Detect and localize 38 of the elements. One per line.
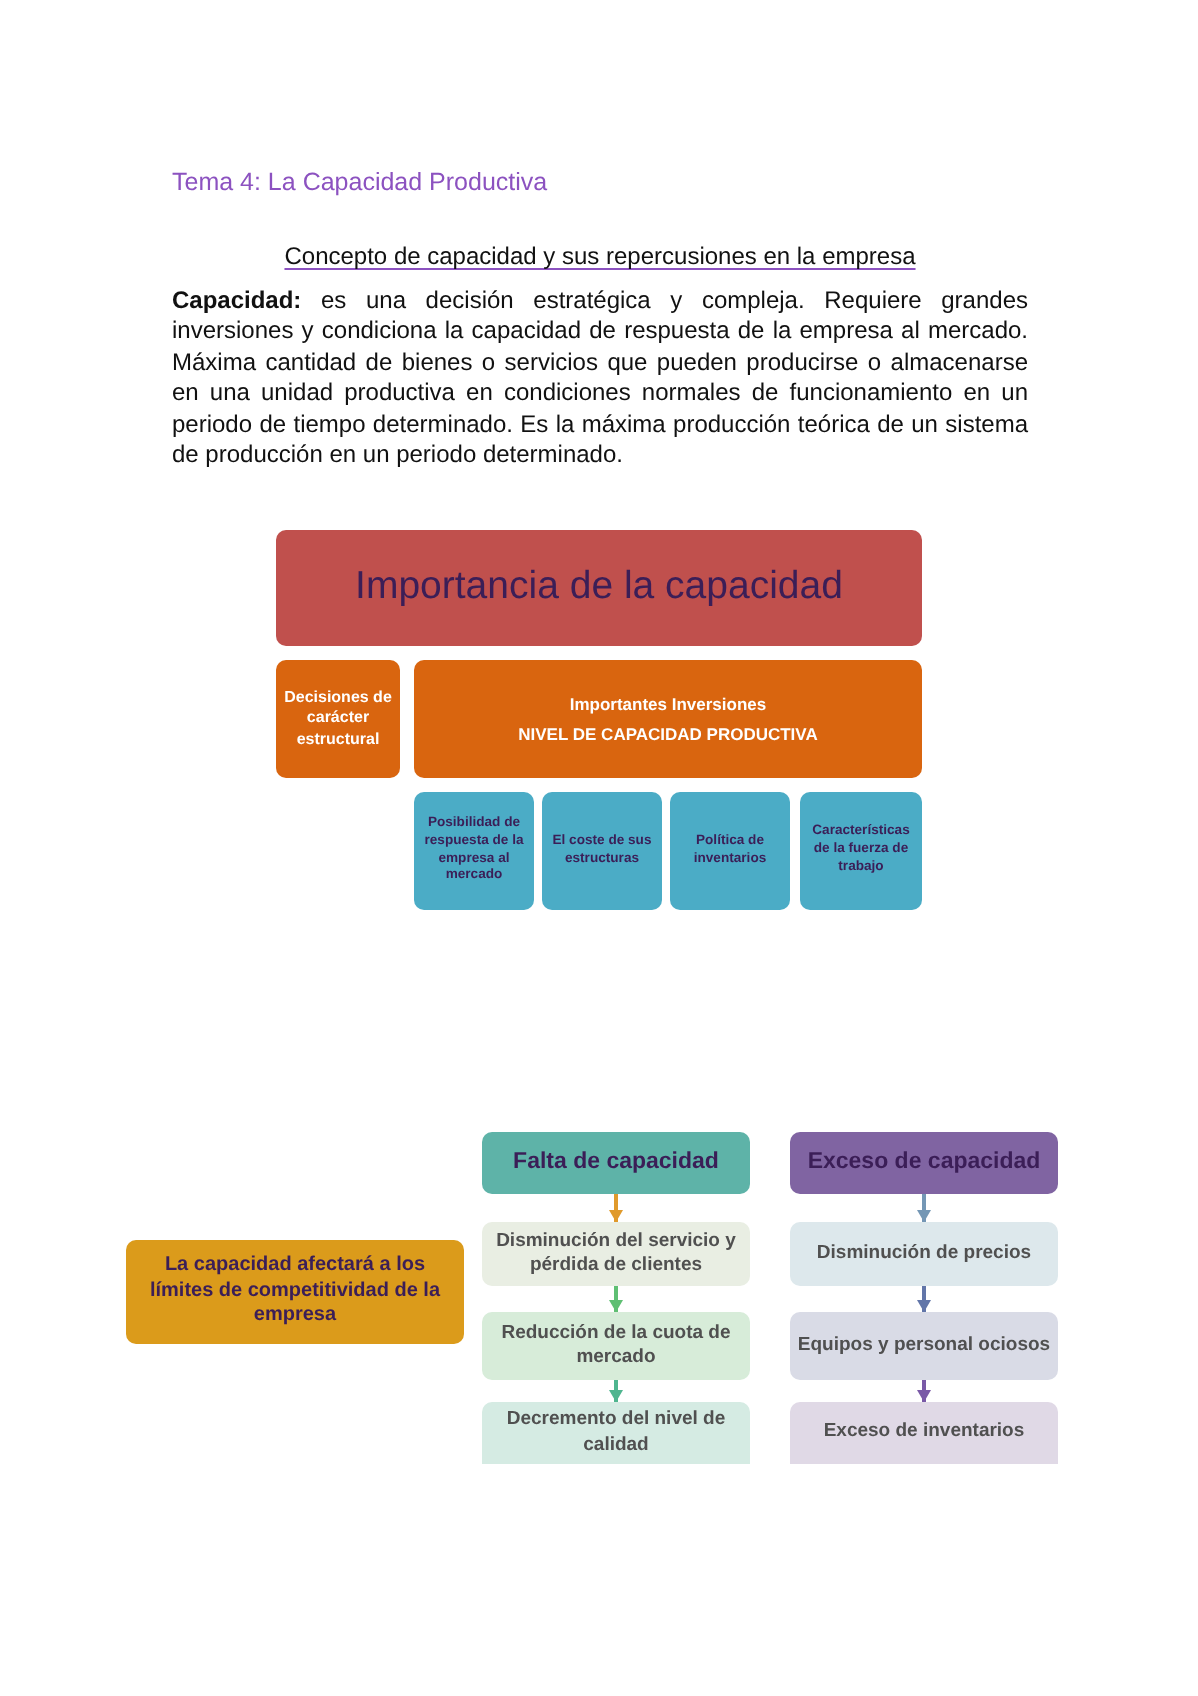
section-heading: Concepto de capacidad y sus repercusiones en la empresa xyxy=(284,242,916,270)
node-text: Decisiones de carácter estructural xyxy=(282,687,394,751)
node-text: Decremento del nivel de calidad xyxy=(504,1408,728,1458)
effect-box xyxy=(790,1222,1058,1286)
column-header xyxy=(482,1132,750,1194)
arrow xyxy=(917,1380,931,1402)
node-text: Exceso de inventarios xyxy=(823,1420,1025,1446)
arrow xyxy=(609,1286,623,1312)
effect-box xyxy=(482,1222,750,1286)
node-text: Equipos y personal ociosos xyxy=(797,1333,1051,1359)
effect-box xyxy=(790,1402,1058,1464)
node-text: Falta de capacidad xyxy=(513,1149,719,1177)
arrow xyxy=(917,1286,931,1312)
node-text: La capacidad afectará a los límites de competitividad de la empresa xyxy=(147,1254,443,1330)
node-text: Importantes Inversiones xyxy=(569,692,767,719)
title-banner xyxy=(276,530,922,646)
effect-box xyxy=(790,1312,1058,1380)
category-box xyxy=(414,660,922,778)
statement-box xyxy=(126,1240,464,1344)
node-text: Reducción de la cuota de mercado xyxy=(499,1321,733,1371)
column-header xyxy=(790,1132,1058,1194)
arrow xyxy=(917,1194,931,1222)
body-paragraph: Capacidad: es una decisión estratégica y compleja. Requiere grandes inversiones y condiciona la capacidad de respuesta de la empresa al mercado. Máxima cantidad de bienes o servicios que pueden producirse o almacenarse en una unidad productiva en condiciones normales de funcionamiento en un periodo de tiempo determinado. Es la máxima producción teórica de un sistema de producción en un periodo determinado. xyxy=(172,286,1028,471)
factor-box xyxy=(800,792,922,910)
category-box xyxy=(276,660,400,778)
node-text: Disminución de precios xyxy=(816,1241,1032,1267)
node-text: Importancia de la capacidad xyxy=(355,564,843,612)
node-text: Exceso de capacidad xyxy=(807,1149,1041,1177)
factor-box xyxy=(542,792,662,910)
effect-box xyxy=(482,1402,750,1464)
arrow xyxy=(609,1380,623,1402)
node-text: Disminución del servicio y pérdida de clientes xyxy=(494,1229,738,1279)
factor-box xyxy=(670,792,790,910)
effect-box xyxy=(482,1312,750,1380)
factor-box xyxy=(414,792,534,910)
page-header: Tema 4: La Capacidad Productiva xyxy=(172,168,548,196)
node-text: NIVEL DE CAPACIDAD PRODUCTIVA xyxy=(518,721,818,747)
arrow xyxy=(609,1194,623,1222)
